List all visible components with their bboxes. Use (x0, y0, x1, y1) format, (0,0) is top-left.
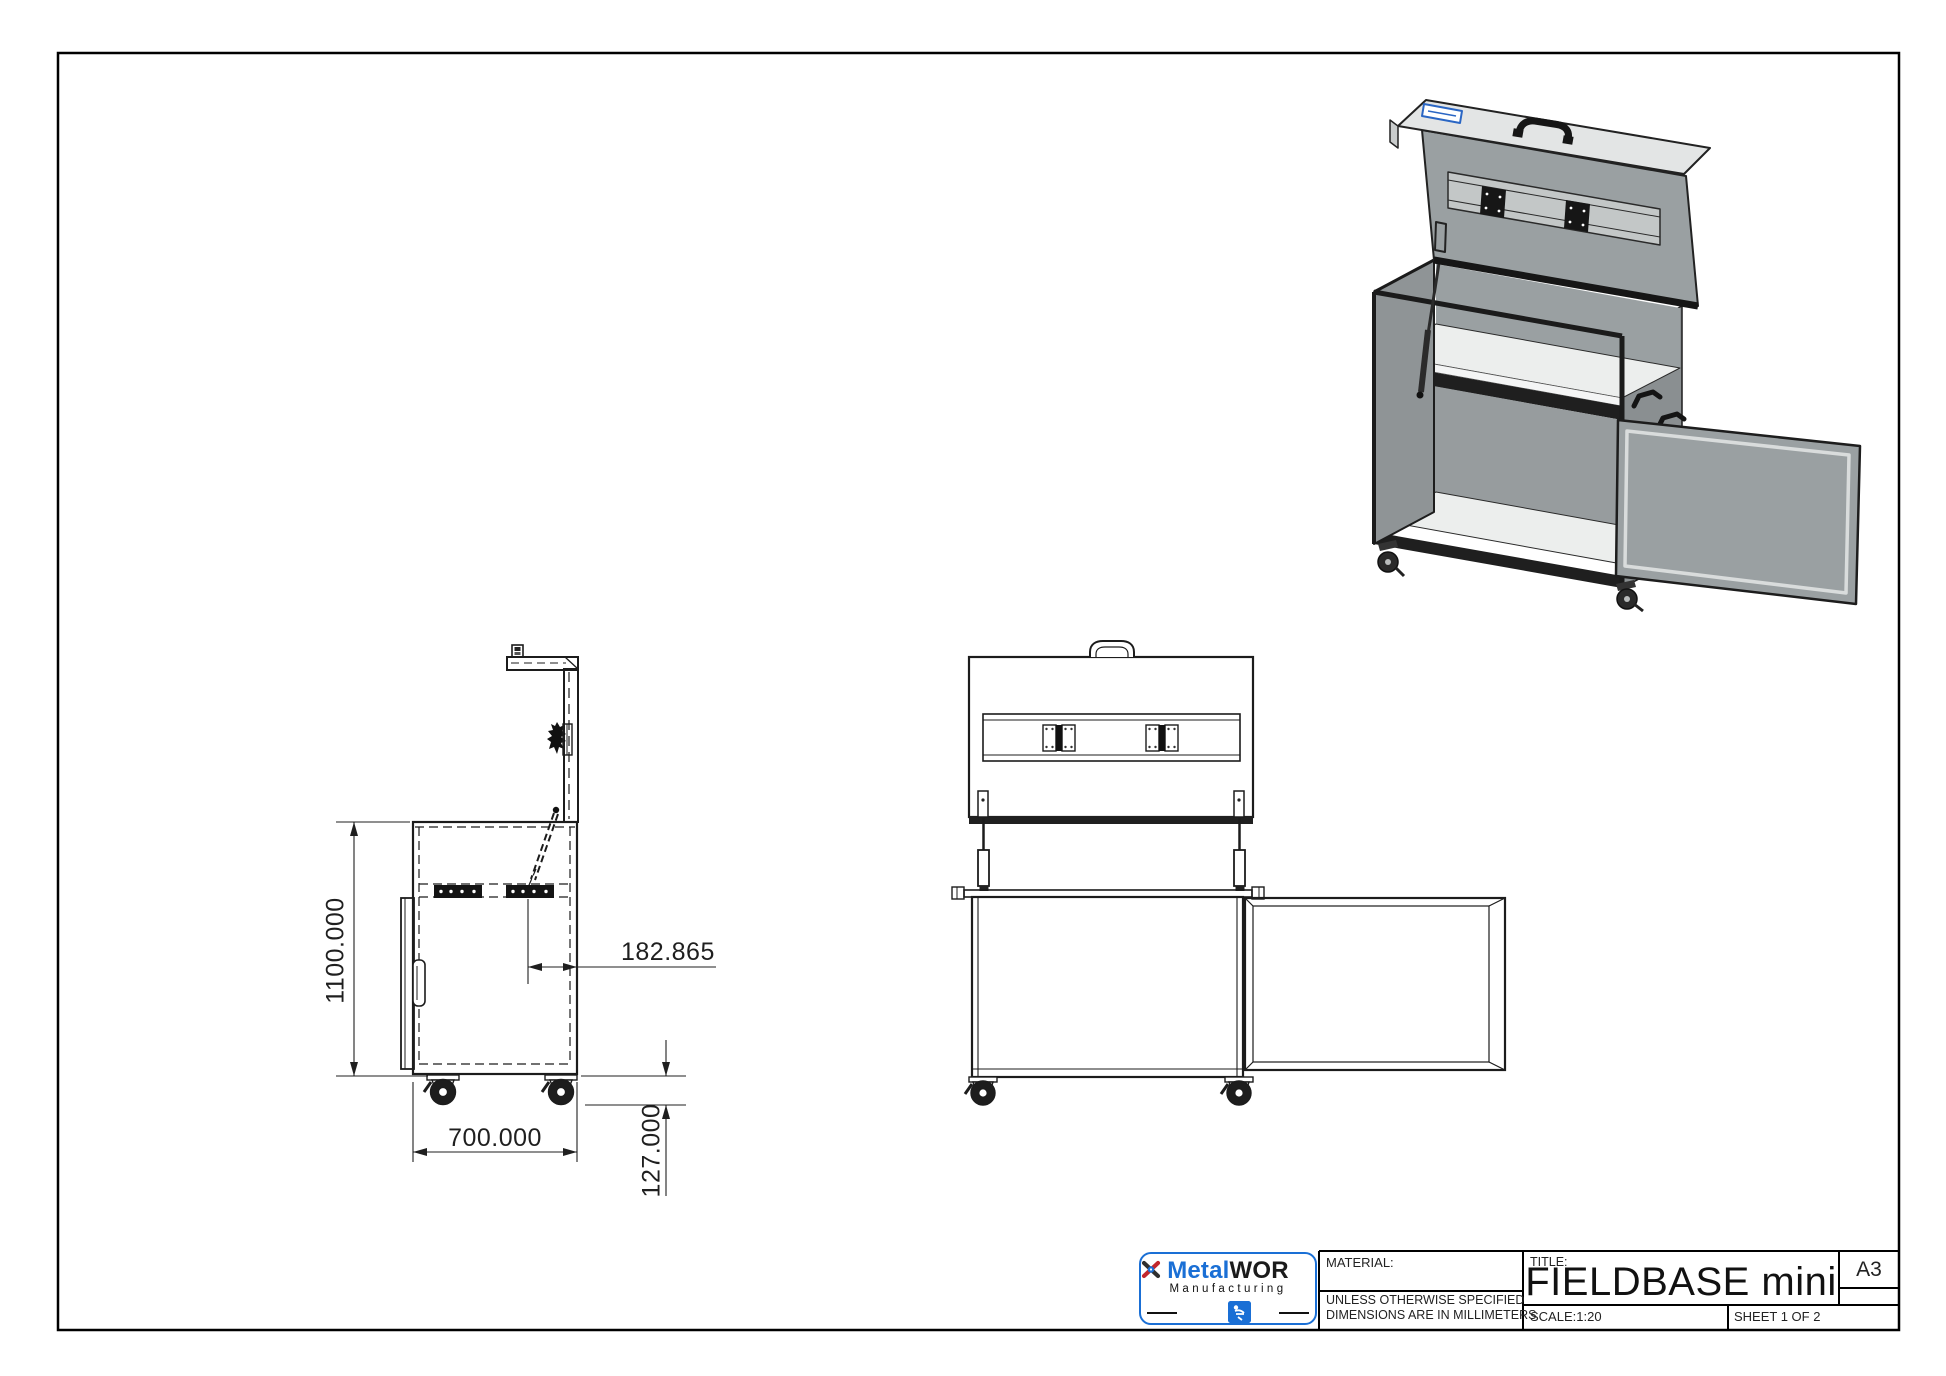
lid-top-flange (506, 656, 579, 671)
dim-height-label: 1100.000 (321, 897, 350, 1004)
title-label: TITLE: (1530, 1255, 1568, 1269)
iso-lid-top-panel (1397, 99, 1711, 175)
front-hinge-right (1145, 724, 1179, 752)
front-strut-right (1233, 790, 1246, 891)
iso-mid-frame-rail (1376, 362, 1622, 420)
logo-brand-line: MetalWOR (1141, 1259, 1315, 1283)
sheet-label: SHEET 1 OF 2 (1734, 1309, 1821, 1324)
dim-caster-height-label: 127.000 (637, 1103, 666, 1198)
scale-label: SCALE:1:20 (1530, 1309, 1602, 1324)
lid-handle-clip (511, 644, 524, 658)
iso-rail-line-top (1447, 179, 1661, 218)
iso-strut-foot (1416, 391, 1424, 399)
iso-hinge-left (1480, 186, 1506, 218)
front-caster-left (963, 1076, 998, 1106)
material-label: MATERIAL: (1326, 1255, 1394, 1270)
worker-icon-4 (1228, 1301, 1251, 1323)
paper-size: A3 (1856, 1258, 1882, 1281)
dim-height-lines (336, 821, 428, 1077)
metalworx-logo: MetalWOR Manufacturing (1139, 1252, 1317, 1325)
dim-hinge-offset-label: 182.865 (621, 938, 715, 966)
isometric-view (1372, 99, 1862, 613)
dimension-lines (336, 821, 716, 1196)
dim-hinge-offset-lines (527, 899, 716, 984)
front-caster-right (1219, 1076, 1254, 1106)
dim-depth-lines (412, 1082, 578, 1162)
iso-caster-front-left (1377, 540, 1406, 578)
star-knob (547, 722, 566, 754)
side-caster-left (422, 1074, 460, 1106)
iso-back-wall-upper (1436, 264, 1680, 370)
tolerance-note-line1: UNLESS OTHERWISE SPECIFIED (1326, 1293, 1525, 1307)
iso-open-door (1614, 418, 1862, 606)
strut-mount-dot (552, 806, 560, 814)
dim-depth-label: 700.000 (448, 1124, 542, 1152)
iso-lid-lip (1389, 119, 1399, 149)
iso-lid-strut-bracket (1434, 221, 1447, 253)
logo-brand-blue: Metal (1167, 1257, 1230, 1284)
iso-lid-bottom-edge (1433, 256, 1699, 310)
front-lid (967, 655, 1255, 819)
front-lid-handle (1089, 640, 1135, 657)
iso-left-top-edge (1373, 258, 1435, 294)
front-view (951, 640, 1507, 1106)
logo-subtitle: Manufacturing (1169, 1283, 1287, 1295)
front-rail (982, 713, 1241, 762)
logo-divider-left (1147, 1312, 1177, 1314)
iso-front-top-rim (1373, 289, 1623, 339)
iso-bottom-frame-rail (1374, 532, 1622, 588)
logo-divider-right (1279, 1312, 1309, 1314)
front-strut-left (977, 790, 990, 891)
hinge-blocks (434, 885, 554, 898)
gas-strut-hidden (525, 812, 559, 893)
front-box (970, 895, 1245, 1079)
iso-lid-handle (1512, 117, 1574, 145)
sheet-border (56, 51, 1901, 1332)
side-caster-right (540, 1074, 578, 1106)
iso-side-handles (1631, 389, 1687, 431)
logo-brand-dark: WOR (1229, 1257, 1289, 1284)
iso-label-sticker (1421, 103, 1463, 124)
title-block-grid (1318, 1250, 1899, 1330)
front-hinge-left (1042, 724, 1076, 752)
box-outline (411, 820, 579, 1076)
tolerance-note-line2: DIMENSIONS ARE IN MILLIMETERS (1326, 1308, 1537, 1322)
iso-hinge-right (1564, 200, 1590, 232)
front-open-door (1243, 896, 1507, 1072)
side-view (400, 644, 579, 1106)
front-lid-bottom-edge (969, 816, 1253, 824)
iso-caster-front-right (1616, 580, 1644, 613)
iso-gas-strut-cylinder (1418, 329, 1431, 393)
door-handle (412, 959, 426, 1007)
box-hidden-lines (415, 826, 575, 1065)
drawing-title: FIELDBASE mini (1525, 1260, 1837, 1304)
logo-x-icon (1141, 1260, 1161, 1279)
dim-caster-height-lines (581, 1040, 686, 1196)
